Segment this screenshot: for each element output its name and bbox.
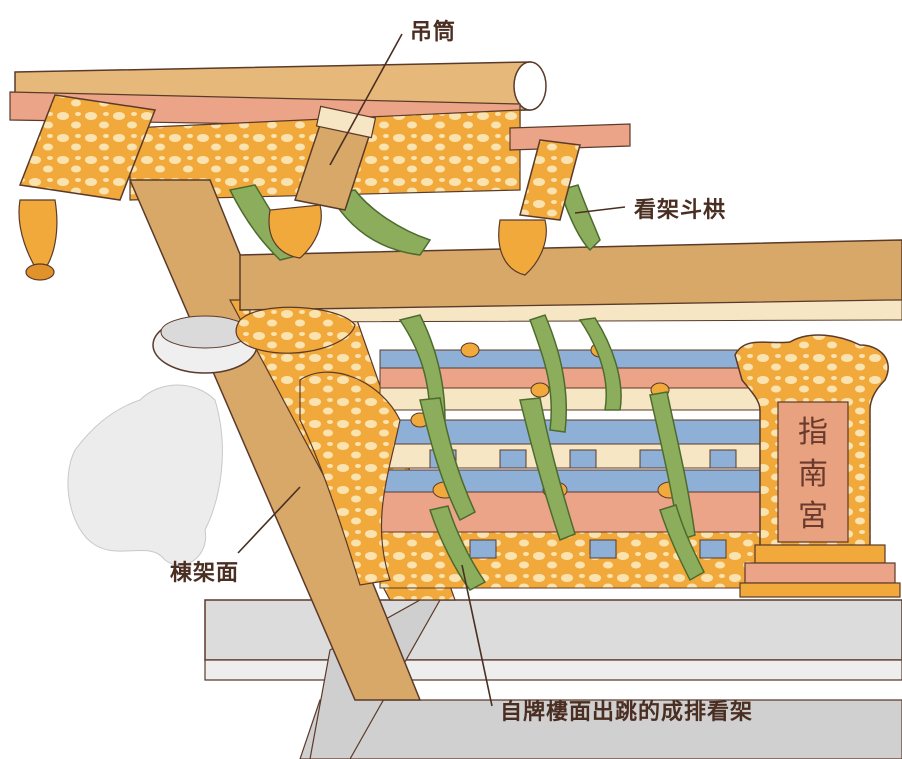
grey-bottom-beams <box>204 599 902 759</box>
plaque: 指 南 宮 <box>734 334 901 598</box>
lotus-capital <box>67 315 258 566</box>
label-dong-jia-mian: 棟架面 <box>170 561 240 586</box>
leader-line-diao-tong <box>329 33 403 166</box>
pendant-center <box>268 105 377 259</box>
plaque-char-3: 宮 <box>798 499 828 534</box>
gold-scrollwork <box>235 306 401 586</box>
plaque-char-2: 南 <box>798 457 828 492</box>
label-row-of-kanjia: 自牌樓面出跳的成排看架 <box>500 700 754 725</box>
hanging-pendants <box>18 94 581 281</box>
pendant-right <box>498 139 581 276</box>
green-bracket-arms <box>228 184 705 591</box>
label-diao-tong: 吊筒 <box>410 20 457 45</box>
leader-line-dong-jia-mian <box>237 486 301 554</box>
main-lintel <box>239 239 902 323</box>
leader-lines <box>237 33 626 707</box>
plaque-char-1: 指 <box>798 415 828 450</box>
leader-line-kan-jia-dou-gong <box>574 206 626 214</box>
pendant-left <box>18 94 157 281</box>
leader-line-row-of-kanjia <box>461 564 493 707</box>
label-kan-jia-dou-gong: 看架斗栱 <box>634 198 727 223</box>
